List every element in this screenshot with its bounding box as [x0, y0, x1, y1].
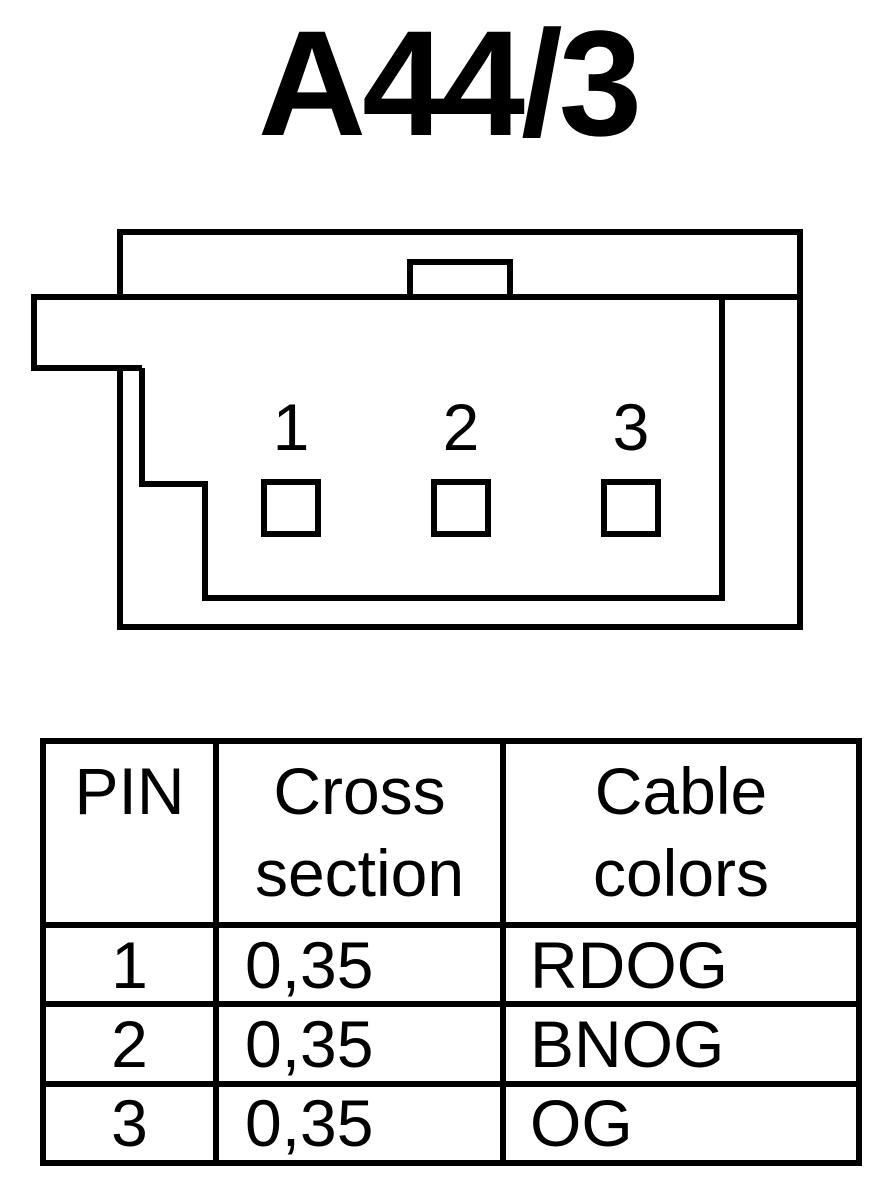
- connector-title: A44/3: [257, 0, 642, 167]
- pin-2-contact: [431, 479, 491, 537]
- connector-key: [407, 259, 513, 297]
- pin-3-contact: [601, 479, 661, 537]
- table-row: 3 0,35 OG: [40, 1080, 862, 1167]
- header-cross-section: Cross section: [213, 738, 506, 928]
- header-cable-colors: Cable colors: [500, 738, 862, 928]
- row-cross-section: 0,35: [213, 1001, 506, 1087]
- row-pin: 1: [40, 921, 219, 1008]
- pin-2-label: 2: [443, 390, 480, 464]
- row-cable-color: BNOG: [500, 1001, 862, 1087]
- row-cable-color: RDOG: [500, 921, 862, 1008]
- connector-inner-cavity: [139, 297, 725, 601]
- pin-1-label: 1: [273, 390, 310, 464]
- pin-assignment-table: PIN Cross section Cable colors 1 0,35 RD…: [40, 738, 862, 1167]
- table-header-row: PIN Cross section Cable colors: [40, 738, 862, 928]
- row-cross-section: 0,35: [213, 1080, 506, 1167]
- connector-outer-housing: [117, 229, 803, 630]
- table-row: 1 0,35 RDOG: [40, 921, 862, 1008]
- connector-diagram: 1 2 3: [31, 229, 803, 630]
- row-cable-color: OG: [500, 1080, 862, 1167]
- pin-1-contact: [261, 479, 321, 537]
- header-pin: PIN: [40, 738, 219, 928]
- row-pin: 2: [40, 1001, 219, 1087]
- row-cross-section: 0,35: [213, 921, 506, 1008]
- pin-3-label: 3: [613, 390, 650, 464]
- row-pin: 3: [40, 1080, 219, 1167]
- connector-latch-tab: [31, 294, 142, 371]
- table-row: 2 0,35 BNOG: [40, 1001, 862, 1087]
